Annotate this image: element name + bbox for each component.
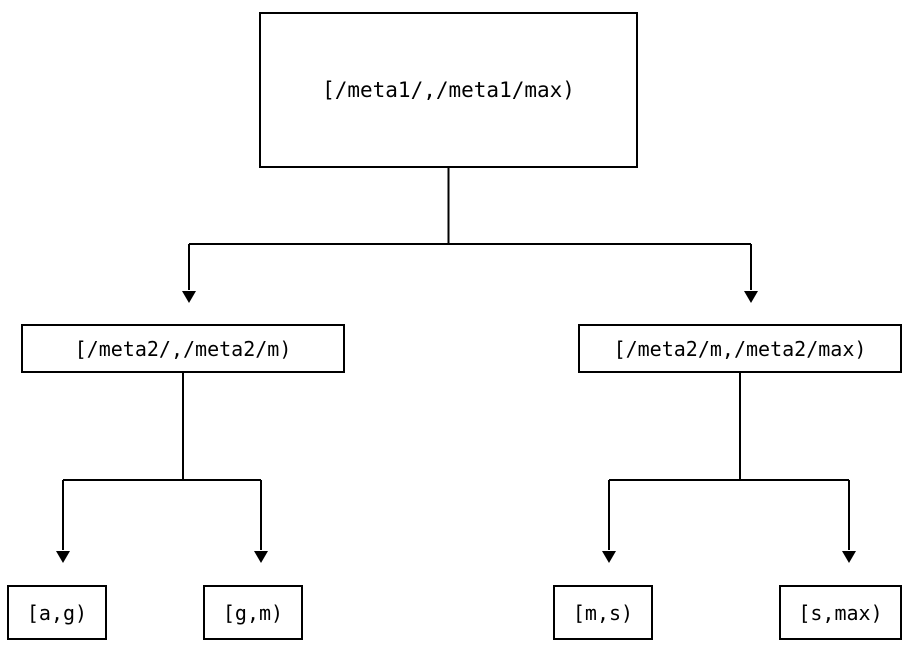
arrowhead-to-leaf-4 — [842, 551, 856, 563]
tree-node-mid-left[interactable]: [/meta2/,/meta2/m) — [21, 324, 345, 373]
arrowhead-to-leaf-3 — [602, 551, 616, 563]
tree-node-root-label: [/meta1/,/meta1/max) — [322, 77, 575, 102]
tree-node-leaf-4[interactable]: [s,max) — [779, 585, 902, 640]
tree-node-mid-left-label: [/meta2/,/meta2/m) — [74, 336, 292, 361]
tree-node-leaf-2[interactable]: [g,m) — [203, 585, 303, 640]
tree-node-leaf-1-label: [a,g) — [26, 600, 88, 625]
tree-node-root[interactable]: [/meta1/,/meta1/max) — [259, 12, 638, 168]
arrowhead-to-mid-left — [182, 291, 196, 303]
tree-node-leaf-3-label: [m,s) — [572, 600, 634, 625]
tree-node-mid-right[interactable]: [/meta2/m,/meta2/max) — [578, 324, 902, 373]
arrowhead-to-leaf-1 — [56, 551, 70, 563]
tree-node-leaf-2-label: [g,m) — [222, 600, 284, 625]
arrowhead-to-leaf-2 — [254, 551, 268, 563]
tree-node-leaf-1[interactable]: [a,g) — [7, 585, 107, 640]
arrowhead-to-mid-right — [744, 291, 758, 303]
tree-node-leaf-4-label: [s,max) — [798, 600, 883, 625]
tree-node-leaf-3[interactable]: [m,s) — [553, 585, 653, 640]
tree-node-mid-right-label: [/meta2/m,/meta2/max) — [613, 336, 867, 361]
